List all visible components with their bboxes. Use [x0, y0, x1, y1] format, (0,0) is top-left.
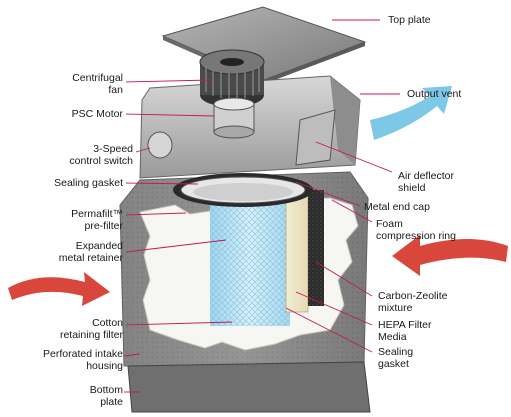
label-hepa-media: HEPA Filter Media	[378, 319, 432, 343]
label-psc-motor: PSC Motor	[71, 108, 123, 120]
label-control-switch: 3-Speed control switch	[69, 143, 133, 167]
control-knob	[147, 131, 173, 159]
label-permafilt: Permafilt™ pre-filter	[71, 208, 123, 232]
label-sealing-gasket-bottom: Sealing gasket	[378, 346, 414, 370]
carbon-zeolite-column	[308, 190, 324, 306]
label-carbon-zeolite: Carbon-Zeolite mixture	[378, 290, 448, 314]
psc-motor	[213, 97, 255, 139]
intake-arrow-left	[8, 272, 110, 306]
leader-lines	[123, 19, 400, 393]
label-cotton-filter: Cotton retaining filter	[59, 317, 123, 341]
air-deflector-shield	[295, 109, 336, 166]
output-arrow	[370, 86, 452, 140]
label-top-plate: Top plate	[388, 14, 431, 26]
filter-top-ring	[173, 173, 313, 207]
label-output-vent: Output vent	[407, 88, 462, 100]
label-metal-end-cap: Metal end cap	[364, 201, 430, 213]
bottom-plate	[127, 361, 371, 413]
label-bottom-plate: Bottom plate	[89, 384, 123, 408]
cream-pleat-layer	[285, 191, 309, 313]
hepa-filter-media	[210, 196, 290, 326]
label-sealing-gasket-top: Sealing gasket	[54, 177, 123, 189]
label-perforated-housing: Perforated intake housing	[43, 348, 123, 372]
label-centrifugal-fan: Centrifugal fan	[72, 72, 123, 96]
label-air-deflector: Air deflector shield	[398, 170, 455, 194]
label-expanded-retainer: Expanded metal retainer	[58, 240, 123, 264]
intake-arrow-right	[392, 235, 508, 276]
label-foam-ring: Foam compression ring	[376, 218, 456, 242]
